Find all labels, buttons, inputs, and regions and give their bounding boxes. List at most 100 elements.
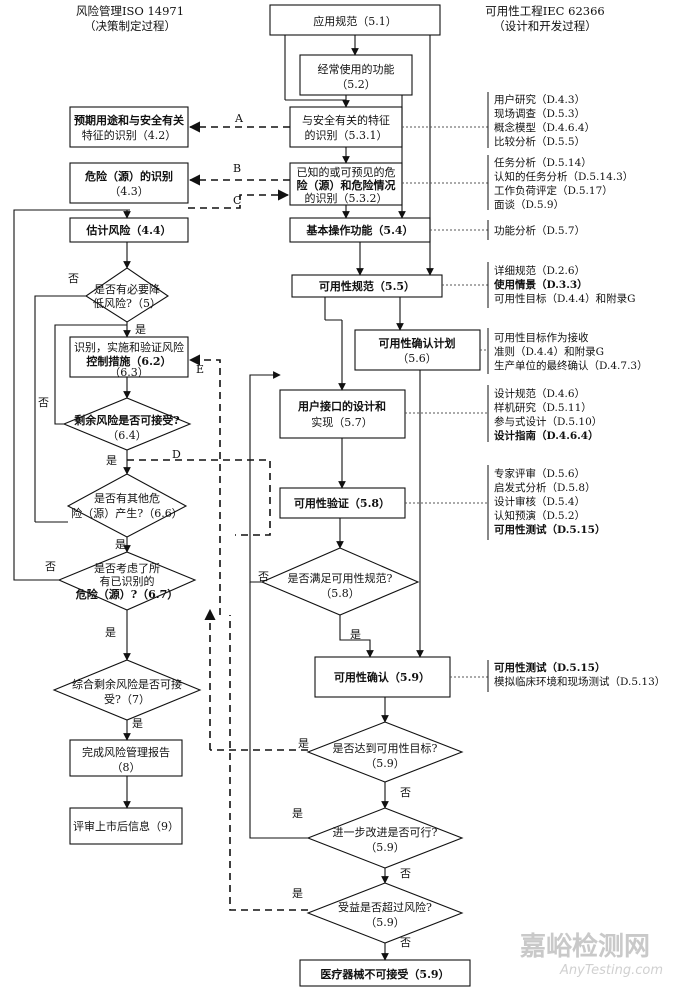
annotation-group-3: 功能分析（D.5.7） [494, 224, 585, 237]
box-device-unacceptable [299, 959, 471, 987]
annotation-group-1: 用户研究（D.4.3） 现场调查（D.5.3） 概念模型（D.4.6.4） 比较… [494, 93, 595, 148]
label-link-A: A [234, 112, 244, 125]
text-hazard-left-1: 危险（源）的识别 [84, 169, 173, 183]
annotation-group-8: 可用性测试（D.5.15） 模拟临床环境和现场测试（D.5.13） [494, 661, 665, 688]
text-hazard-right-2: 险（源）和危险情况 [297, 178, 396, 192]
text-benefit-risk-2: （5.9） [365, 916, 405, 929]
label-yes: 是 [106, 454, 117, 467]
watermark-en: AnyTesting.com [559, 963, 663, 978]
label-yes: 是 [105, 626, 116, 639]
box-usability-spec [291, 274, 443, 298]
right-header-subtitle: （设计和开发过程） [493, 19, 597, 33]
label-link-D: D [172, 448, 181, 461]
dashed-link-E [188, 354, 221, 615]
annotation-text: 可用性测试（D.5.15） [494, 523, 605, 536]
text-risk-report-1: 完成风险管理报告 [82, 745, 170, 759]
text-basic-operating-functions: 基本操作功能（5.4） [305, 223, 413, 237]
line-considered-no-loop [13, 209, 130, 581]
annotation-text: 样机研究（D.5.11） [494, 401, 592, 414]
annotation-group-5: 可用性目标作为接收 准则（D.4.4）和附录G 生产单位的最终确认（D.4.7.… [494, 331, 648, 372]
annotation-text: 功能分析（D.5.7） [494, 224, 585, 237]
annotation-text: 认知的任务分析（D.5.14.3） [494, 170, 633, 183]
annotation-text: 认知预演（D.5.2） [494, 509, 585, 522]
text-usability-goal-2: （5.9） [365, 757, 405, 770]
box-intended-use [69, 106, 189, 148]
text-hazard-right-3: 的识别（5.3.2） [305, 191, 388, 205]
text-residual-risk-2: （6.4） [107, 429, 147, 442]
line-residual-no-loop [54, 324, 127, 425]
annotation-text: 现场调查（D.5.3） [494, 107, 585, 120]
text-estimate-risk: 估计风险（4.4） [85, 223, 171, 237]
dashed-link-C [188, 189, 290, 209]
text-further-improvement-2: （5.9） [365, 841, 405, 854]
annotation-text: 设计规范（D.4.6） [494, 387, 585, 400]
text-hazard-left-2: （4.3） [109, 185, 149, 198]
annotation-text: 任务分析（D.5.14） [494, 156, 592, 169]
text-overall-risk-1: 综合剩余风险是否可接 [72, 677, 182, 691]
text-usability-validation: 可用性确认（5.9） [334, 670, 430, 684]
annotation-text: 准则（D.4.4）和附录G [494, 345, 604, 358]
label-yes: 是 [350, 628, 361, 641]
annotation-text: 比较分析（D.5.5） [494, 135, 585, 148]
annotation-text: 概念模型（D.4.6.4） [494, 121, 595, 134]
text-overall-risk-2: 受?（7） [104, 693, 150, 706]
text-hazard-right-1: 已知的或可预见的危 [297, 165, 396, 179]
label-yes: 是 [132, 717, 143, 730]
text-validation-plan-2: （5.6） [397, 352, 437, 365]
annotation-text: 生产单位的最终确认（D.4.7.3） [494, 359, 648, 372]
annotation-text: 参与式设计（D.5.10） [494, 415, 602, 428]
annotation-text: 使用情景（D.3.3） [493, 278, 588, 291]
label-no: 否 [258, 570, 269, 583]
text-reduce-risk-2: 低风险?（5） [93, 296, 161, 310]
left-header-title: 风险管理ISO 14971 [76, 4, 184, 18]
text-application-spec: 应用规范（5.1） [313, 14, 397, 28]
watermark-cn: 嘉峪检测网 [520, 931, 650, 962]
annotation-text: 模拟临床环境和现场测试（D.5.13） [494, 675, 665, 688]
box-validation-plan [354, 329, 481, 371]
text-meet-spec-1: 是否满足可用性规范? [288, 571, 393, 585]
annotation-group-2: 任务分析（D.5.14） 认知的任务分析（D.5.14.3） 工作负荷评定（D.… [494, 156, 633, 211]
annotation-text: 专家评审（D.5.6） [494, 467, 585, 480]
line-improve-yes-loop [249, 582, 308, 839]
text-risk-control-3: （6.3） [109, 366, 149, 379]
text-usability-goal-1: 是否达到可用性目标? [333, 741, 438, 755]
annotation-text: 设计审核（D.5.4） [494, 495, 585, 508]
dashed-link-D [127, 459, 271, 536]
annotation-text: 面谈（D.5.9） [494, 198, 564, 211]
text-safety-characteristics-2: 的识别（5.3.1） [305, 128, 388, 142]
left-header-subtitle: （决策制定过程） [84, 19, 176, 33]
text-all-considered-2: 有已识别的 [100, 574, 155, 588]
label-no: 否 [400, 936, 411, 949]
label-yes: 是 [135, 323, 146, 336]
box-hazard-identification-left [69, 162, 189, 204]
box-estimate-risk [69, 217, 189, 243]
arrow-meet-yes-to-valid [339, 615, 374, 658]
annotation-group-6: 设计规范（D.4.6） 样机研究（D.5.11） 参与式设计（D.5.10） 设… [494, 387, 602, 442]
annotation-group-7: 专家评审（D.5.6） 启发式分析（D.5.8） 设计审核（D.5.4） 认知预… [494, 467, 605, 536]
text-other-hazards-2: 险（源）产生?（6.6） [71, 506, 182, 520]
text-risk-control-2: 控制措施（6.2） [86, 354, 171, 368]
label-yes: 是 [298, 737, 309, 750]
annotation-text: 可用性目标作为接收 [494, 331, 589, 344]
text-ui-design-1: 用户接口的设计和 [298, 399, 386, 413]
right-header-title: 可用性工程IEC 62366 [485, 4, 604, 18]
label-link-E: E [196, 363, 204, 376]
text-risk-report-2: （8） [112, 761, 141, 774]
text-residual-risk-1: 剩余风险是否可接受? [74, 413, 179, 427]
text-risk-control-1: 识别，实施和验证风险 [74, 340, 184, 354]
annotation-text: 设计指南（D.4.6.4） [494, 429, 599, 442]
dashed-benefit-yes [229, 615, 308, 911]
annotation-text: 启发式分析（D.5.8） [494, 481, 596, 494]
annotation-group-4: 详细规范（D.2.6） 使用情景（D.3.3） 可用性目标（D.4.4）和附录G [493, 264, 635, 305]
text-meet-spec-2: （5.8） [320, 587, 360, 600]
label-no: 否 [400, 867, 411, 880]
text-intended-use-1: 预期用途和与安全有关 [74, 113, 184, 127]
annotation-text: 可用性测试（D.5.15） [494, 661, 605, 674]
text-frequent-functions-1: 经常使用的功能 [318, 62, 395, 76]
label-yes: 是 [115, 538, 126, 551]
box-risk-control [69, 336, 189, 378]
label-yes: 是 [292, 887, 303, 900]
text-frequent-functions-2: （5.2） [336, 78, 376, 91]
label-link-B: B [233, 162, 241, 175]
